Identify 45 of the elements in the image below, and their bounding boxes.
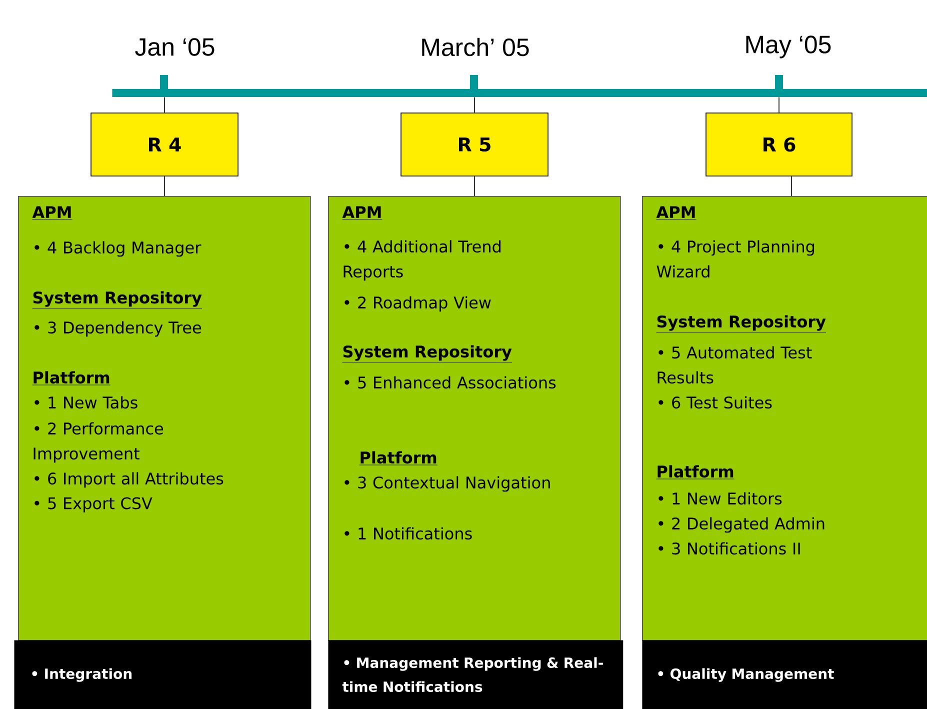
section-heading: APM: [32, 206, 72, 220]
list-item: • 1 Notifications: [344, 527, 472, 540]
connector-line: [164, 96, 165, 113]
connector-line: [791, 176, 792, 196]
release-panel: [18, 196, 311, 641]
section-heading: System Repository: [32, 291, 202, 308]
connector-line: [778, 96, 780, 113]
list-item: • 3 Dependency Tree: [34, 321, 202, 337]
release-box: R 5: [400, 112, 548, 176]
list-item: • 5 Automated Test Results: [658, 346, 812, 384]
list-item: • 2 Roadmap View: [344, 296, 491, 312]
list-item: • 1 New Editors: [658, 492, 782, 505]
list-item: • 6 Import all Attributes: [34, 472, 224, 488]
release-panel: [328, 196, 621, 641]
section-heading: Platform: [32, 371, 111, 386]
list-item: • 4 Backlog Manager: [34, 241, 202, 257]
section-heading: Platform: [656, 465, 735, 480]
section-heading: APM: [656, 206, 696, 220]
list-item: • 3 Contextual Navigation: [344, 476, 550, 492]
connector-line: [474, 176, 475, 196]
timeline: [112, 75, 927, 97]
section-heading: System Repository: [656, 315, 826, 332]
theme-bar: • Management Reporting & Real-time Notifications: [328, 640, 624, 709]
release-box: R 6: [706, 112, 852, 176]
section-heading: APM: [342, 206, 382, 220]
connector-line: [474, 96, 475, 113]
release-panel: [642, 196, 927, 641]
theme-bar: • Integration: [14, 640, 312, 709]
section-heading: Platform: [359, 451, 438, 466]
list-item: • 6 Test Suites: [658, 396, 772, 409]
list-item: • 5 Export CSV: [34, 497, 152, 512]
date-label: May ‘05: [746, 36, 831, 58]
connector-line: [164, 176, 165, 196]
list-item: • 5 Enhanced Associations: [344, 376, 556, 389]
list-item: • 2 Performance Improvement: [34, 422, 164, 463]
list-item: • 3 Notifications II: [658, 542, 800, 555]
theme-bar: • Quality Management: [642, 640, 927, 709]
list-item: • 4 Project Planning Wizard: [656, 240, 814, 278]
list-item: • 2 Delegated Admin: [658, 517, 824, 533]
section-heading: System Repository: [342, 345, 512, 362]
list-item: • 1 New Tabs: [34, 396, 138, 409]
release-box: R 4: [90, 112, 238, 176]
date-label: March’ 05: [422, 38, 529, 56]
date-label: Jan ‘05: [135, 38, 214, 56]
list-item: • 4 Additional Trend Reports: [344, 240, 500, 281]
